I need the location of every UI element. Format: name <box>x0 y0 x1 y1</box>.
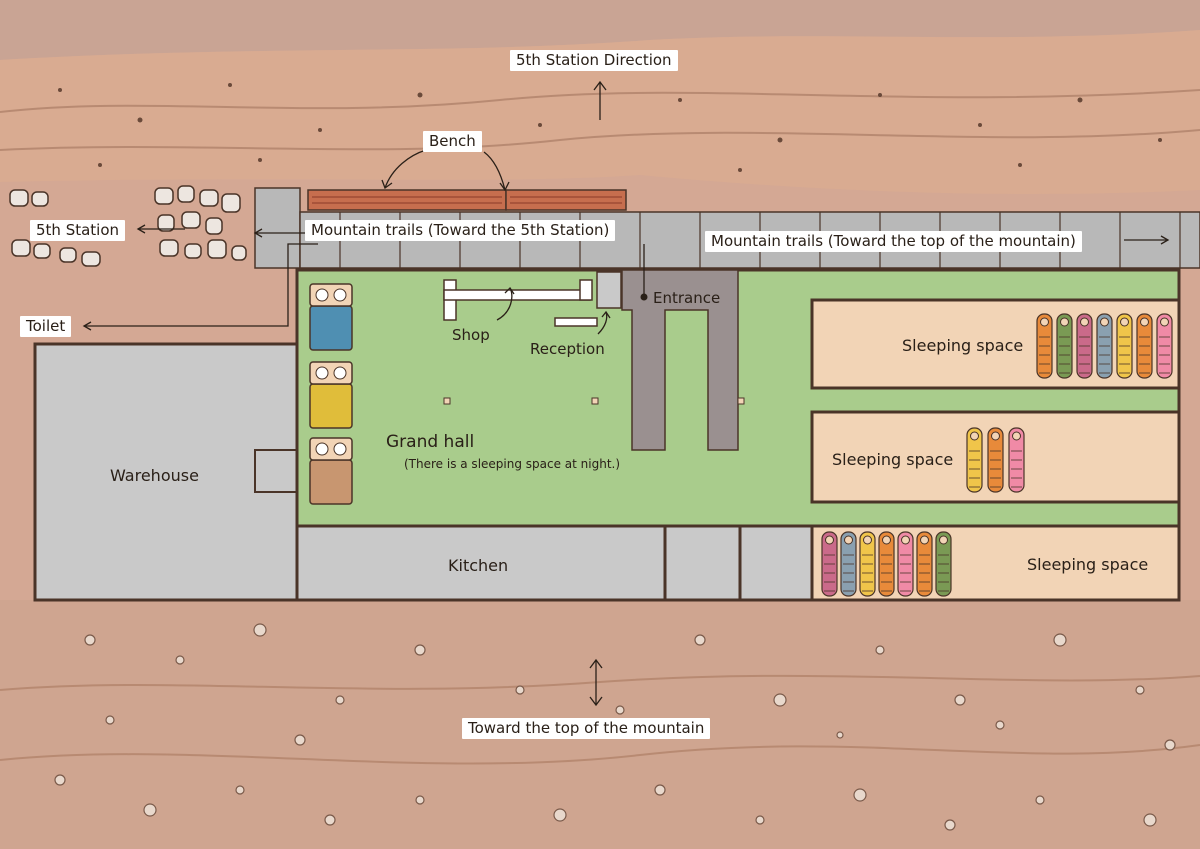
trail-left-block <box>254 187 301 269</box>
sleeping-bag-face <box>991 431 1000 441</box>
sleeping-bag-face <box>1120 317 1129 327</box>
label-sleeping-space-1: Sleeping space <box>902 336 1024 355</box>
label-grand-hall: Grand hall <box>386 432 475 452</box>
sleeping-bag-face <box>1012 431 1021 441</box>
ridge-line-2 <box>0 129 1200 151</box>
shop-counter-right <box>579 279 593 301</box>
storage-room-2 <box>738 524 814 602</box>
bench-right <box>505 189 627 211</box>
sleeping-bags-room-3 <box>821 531 952 597</box>
sleeping-bag-face <box>863 535 872 545</box>
label-toward-top: Toward the top of the mountain <box>462 718 711 739</box>
label-reception: Reception <box>530 340 605 358</box>
sleeping-bag-face <box>1140 317 1149 327</box>
sleeping-bag-face <box>825 535 834 545</box>
sleeping-bag-face <box>1080 317 1089 327</box>
label-5th-station: 5th Station <box>30 220 126 241</box>
label-warehouse: Warehouse <box>110 466 199 485</box>
reception-counter <box>554 317 598 327</box>
futon-yellow <box>309 361 353 429</box>
label-trail-to-top: Mountain trails (Toward the top of the m… <box>705 231 1082 252</box>
hall-pillars <box>443 397 745 405</box>
storage-room-1 <box>663 524 742 602</box>
lower-ridge-line <box>0 744 1200 765</box>
label-grand-hall-note: (There is a sleeping space at night.) <box>404 457 621 471</box>
label-5th-station-direction: 5th Station Direction <box>510 50 678 71</box>
kitchen-room <box>295 524 667 602</box>
bench-left <box>307 189 507 211</box>
sleeping-bags-room-1 <box>1036 313 1173 379</box>
label-kitchen: Kitchen <box>448 556 509 575</box>
label-entrance: Entrance <box>653 289 721 307</box>
sleeping-bags-room-2 <box>966 427 1025 493</box>
sleeping-bag-face <box>970 431 979 441</box>
entrance-corridor <box>621 269 739 451</box>
futon-blue <box>309 283 353 351</box>
sleeping-bag-face <box>1060 317 1069 327</box>
shop-counter-top <box>443 289 591 301</box>
sleeping-bag-face <box>882 535 891 545</box>
gravel-pebbles <box>54 623 1176 831</box>
sleeping-bag-face <box>1040 317 1049 327</box>
label-trail-to-5th-station: Mountain trails (Toward the 5th Station) <box>305 220 616 241</box>
sleeping-bag-face <box>1160 317 1169 327</box>
label-toilet: Toilet <box>20 316 72 337</box>
label-bench: Bench <box>423 131 482 152</box>
sleeping-bag-face <box>844 535 853 545</box>
sleeping-bag-face <box>1100 317 1109 327</box>
lower-ridge-line-2 <box>0 674 1200 691</box>
label-sleeping-space-3: Sleeping space <box>1027 555 1149 574</box>
entrance-marker-dot <box>640 293 648 301</box>
label-shop: Shop <box>452 326 490 344</box>
futon-brown <box>309 437 353 505</box>
sleeping-bag-face <box>939 535 948 545</box>
sleeping-bag-face <box>920 535 929 545</box>
upper-slope-band <box>0 0 1200 60</box>
sleeping-bag-face <box>901 535 910 545</box>
ridge-line-1 <box>0 89 1200 113</box>
upper-slope-pebbles <box>58 83 1162 172</box>
fifth-station-rocks <box>9 185 247 267</box>
warehouse-connector <box>254 449 301 493</box>
leader-lines <box>82 80 1170 707</box>
label-sleeping-space-2: Sleeping space <box>832 450 954 469</box>
reception-cabinet <box>596 271 622 309</box>
